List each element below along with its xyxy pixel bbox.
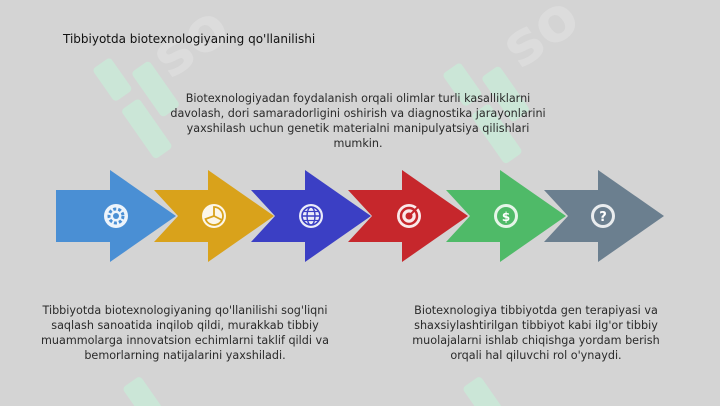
arrow-step-3 xyxy=(251,170,371,262)
slide-title: Tibbiyotda biotexnologiyaning qo'llanili… xyxy=(63,32,316,46)
dollar-coin-icon: $ xyxy=(494,204,518,228)
svg-text:$: $ xyxy=(502,210,510,224)
arrow-step-5: $ xyxy=(446,170,566,262)
arrow-step-4 xyxy=(348,170,468,262)
svg-text:?: ? xyxy=(599,210,607,225)
question-icon: ? xyxy=(591,204,615,228)
globe-icon xyxy=(299,204,323,228)
target-icon xyxy=(397,204,421,228)
pie-chart-icon xyxy=(202,204,226,228)
arrow-step-1 xyxy=(56,170,176,262)
left-description: Tibbiyotda biotexnologiyaning qo'llanili… xyxy=(40,304,330,362)
arrow-step-6: ? xyxy=(544,170,664,262)
gear-icon xyxy=(104,204,128,228)
intro-text: Biotexnologiyadan foydalanish orqali oli… xyxy=(170,92,546,150)
arrow-step-2 xyxy=(154,170,274,262)
right-description: Biotexnologiya tibbiyotda gen terapiyasi… xyxy=(412,304,660,362)
